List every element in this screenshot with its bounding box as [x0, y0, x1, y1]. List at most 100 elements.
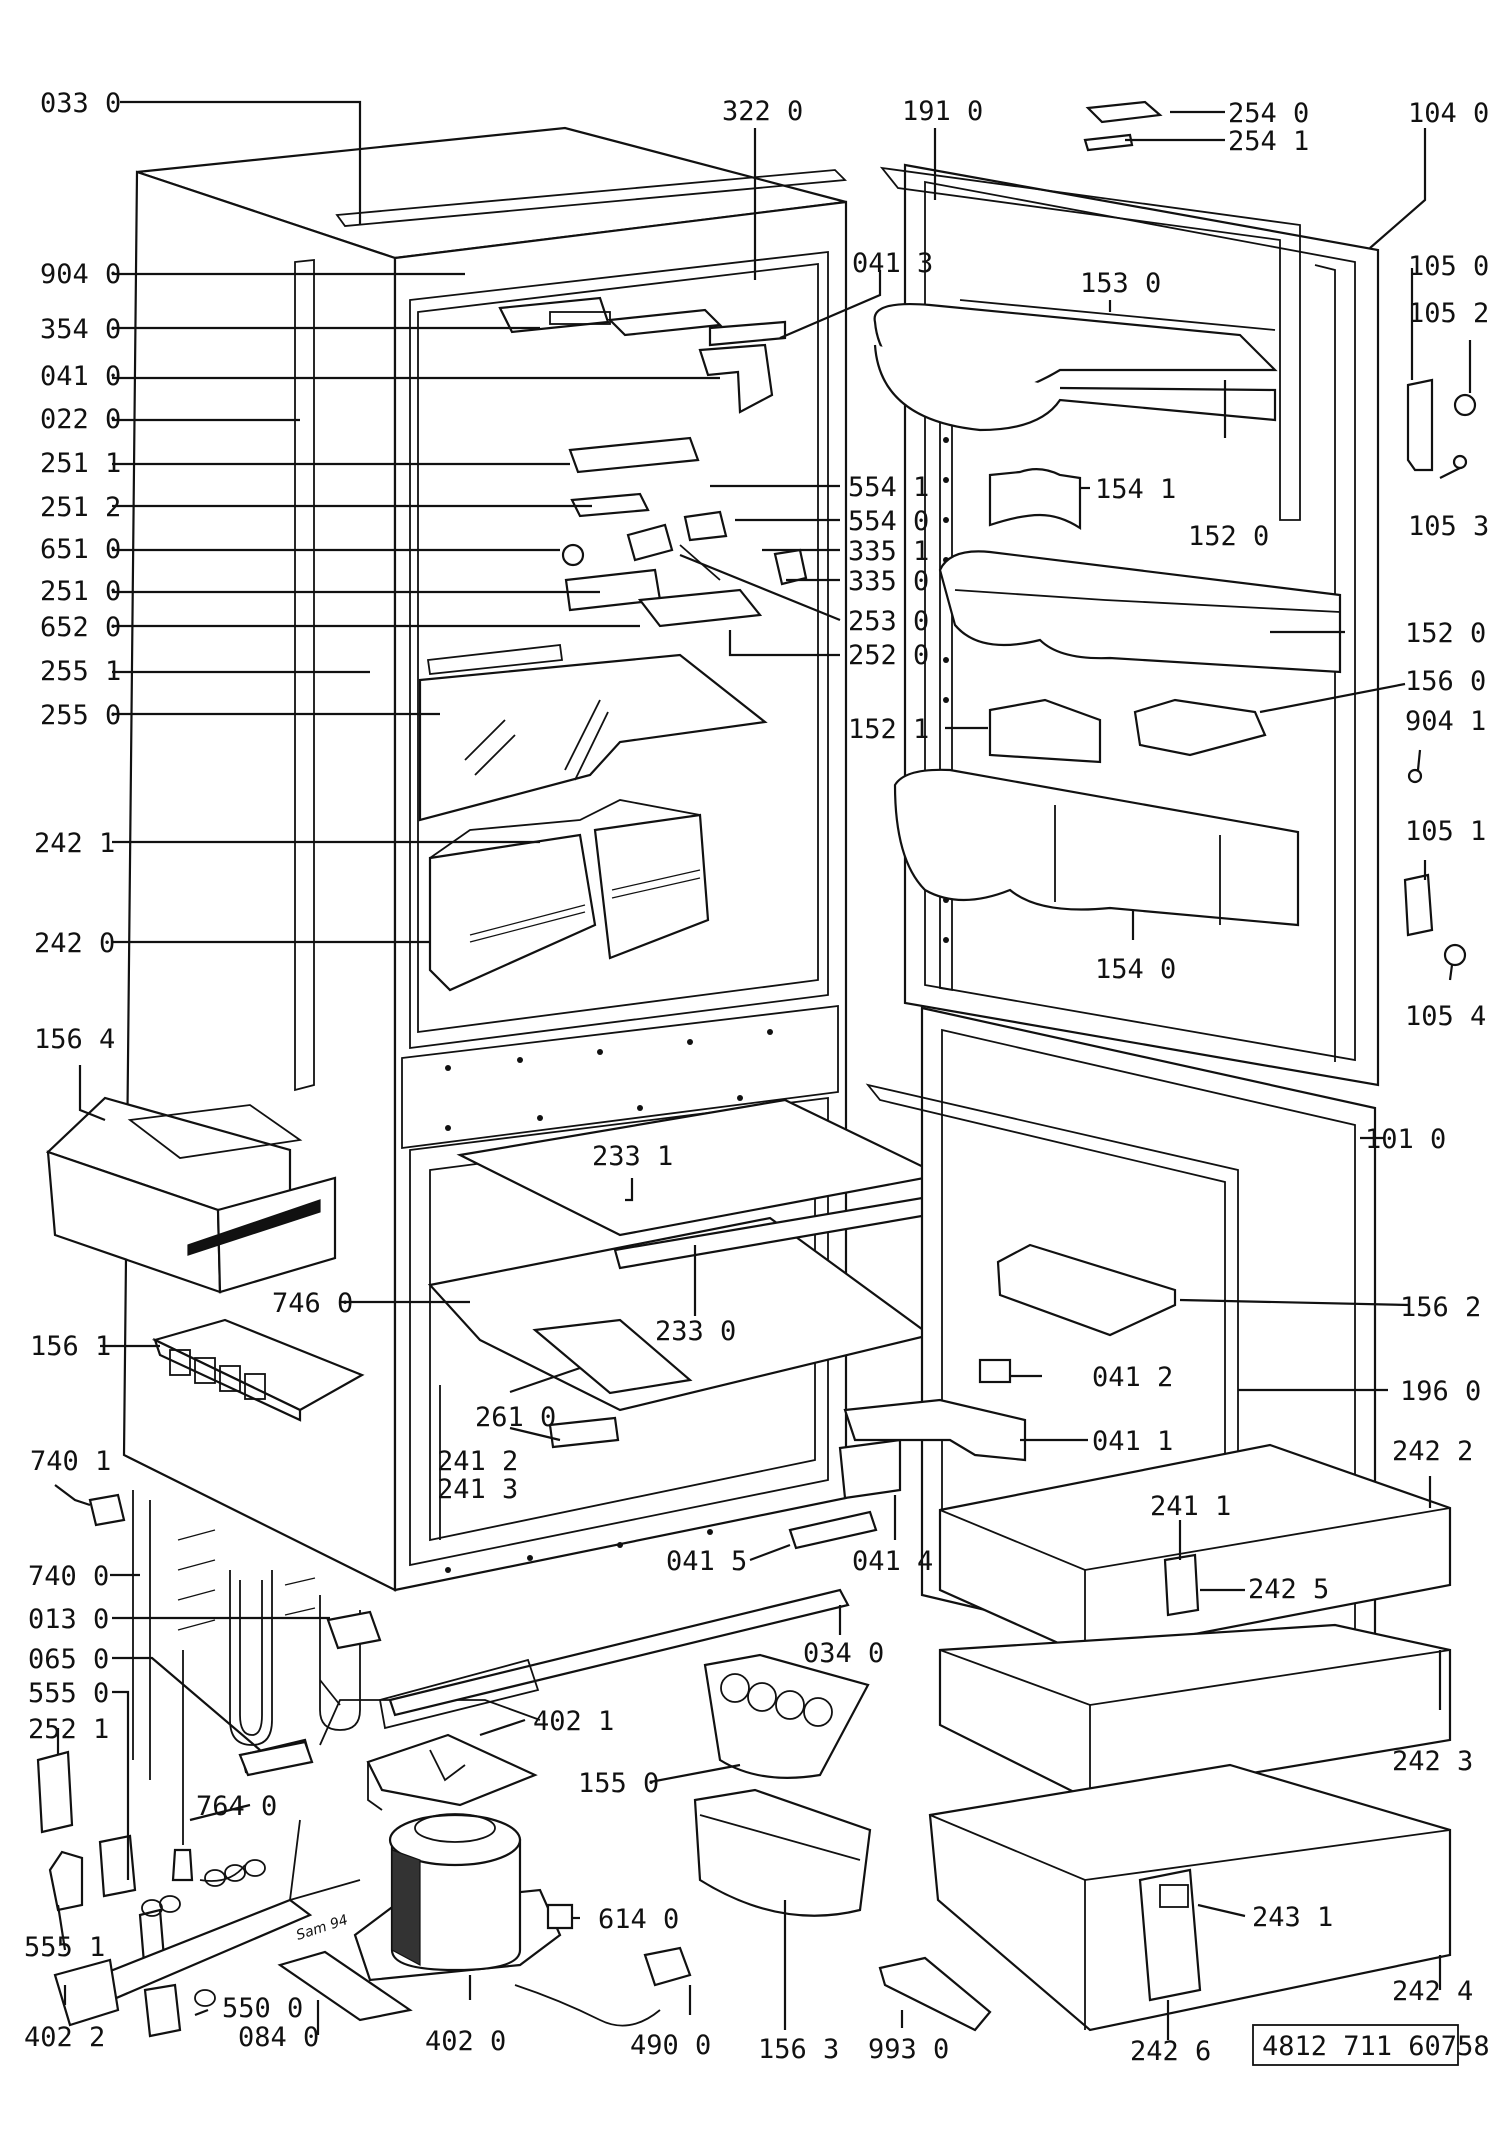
part-label: 402 2: [24, 2022, 105, 2053]
ice-tray: [151, 1318, 365, 1422]
part-label: 252 0: [848, 640, 929, 671]
egg-holder: [988, 698, 1102, 764]
middle-hinge: [843, 1398, 1027, 1462]
spacer-bracket: [88, 1493, 126, 1527]
freezer-drawer-upper: [938, 1443, 1452, 1657]
capillary-thermostat: [171, 1650, 266, 1887]
part-label: 242 5: [1248, 1574, 1329, 1605]
part-label: 041 2: [1092, 1362, 1173, 1393]
part-label: 550 0: [222, 1993, 303, 2024]
part-label: 746 0: [272, 1288, 353, 1319]
part-label: 084 0: [238, 2022, 319, 2053]
crisper-drawers-upper: [428, 799, 710, 992]
part-label: 243 1: [1252, 1902, 1333, 1933]
part-label: 251 2: [40, 492, 121, 523]
egg-tray-box: [703, 1653, 870, 1779]
part-label: 652 0: [40, 612, 121, 643]
part-label: 254 1: [1228, 126, 1309, 157]
part-label: 034 0: [803, 1638, 884, 1669]
part-label: 013 0: [28, 1604, 109, 1635]
part-label: 152 1: [848, 714, 929, 745]
part-label: 065 0: [28, 1644, 109, 1675]
part-label: 242 0: [34, 928, 115, 959]
ice-scraper: [878, 1956, 992, 2032]
hinge-plate: [1403, 873, 1434, 937]
part-label: 156 3: [758, 2034, 839, 2065]
part-label: 402 0: [425, 2026, 506, 2057]
part-label: 241 3: [437, 1474, 518, 1505]
part-label: 555 0: [28, 1678, 109, 1709]
control-panel-assembly: [498, 296, 808, 628]
part-label: 156 4: [34, 1024, 115, 1055]
part-label: 155 0: [578, 1768, 659, 1799]
bottle-clip: [988, 468, 1082, 531]
part-label: 041 3: [852, 248, 933, 279]
part-label: 033 0: [40, 88, 121, 119]
part-label: 196 0: [1400, 1376, 1481, 1407]
freezer-drawer-middle: [938, 1623, 1452, 1802]
part-label: 105 0: [1408, 251, 1489, 282]
part-label: 152 0: [1188, 521, 1269, 552]
part-label: 614 0: [598, 1904, 679, 1935]
part-label: 253 0: [848, 606, 929, 637]
part-label: 651 0: [40, 534, 121, 565]
part-label: 322 0: [722, 96, 803, 127]
compressor: [353, 1813, 562, 1982]
door-basket: [693, 1788, 872, 1917]
part-label: 105 1: [1405, 816, 1486, 847]
pipe-sleeve: [238, 1740, 314, 1777]
part-label: 242 2: [1392, 1436, 1473, 1467]
freezer-shelf: [427, 1098, 947, 1540]
part-label: 261 0: [475, 1402, 556, 1433]
part-label: 041 4: [852, 1546, 933, 1577]
dairy-compartment: [873, 299, 1278, 432]
part-label: 156 2: [1400, 1292, 1481, 1323]
part-label: 242 1: [34, 828, 115, 859]
part-label: 252 1: [28, 1714, 109, 1745]
part-label: 740 1: [30, 1446, 111, 1477]
part-label: 105 4: [1405, 1001, 1486, 1032]
part-label: 041 5: [666, 1546, 747, 1577]
part-label: 402 1: [533, 1706, 614, 1737]
part-label: 233 0: [655, 1316, 736, 1347]
relay-and-cable: [514, 1903, 692, 2027]
freezer-drawer-lower: [928, 1763, 1452, 2032]
part-label: 041 1: [1092, 1426, 1173, 1457]
part-label: 490 0: [630, 2030, 711, 2061]
part-label: 041 0: [40, 361, 121, 392]
part-label: 154 1: [1095, 474, 1176, 505]
door-bottle-shelf: [893, 768, 1300, 927]
part-label: 904 0: [40, 259, 121, 290]
part-label: 101 0: [1365, 1124, 1446, 1155]
document-number-box: [1252, 2024, 1459, 2066]
electrical-components: [36, 1750, 413, 2038]
part-label: 233 1: [592, 1141, 673, 1172]
door-stop-cover: [1083, 133, 1134, 152]
part-label: 740 0: [28, 1561, 109, 1592]
kick-plate: [388, 1588, 850, 1717]
part-label: 105 2: [1408, 298, 1489, 329]
part-label: 242 3: [1392, 1746, 1473, 1777]
part-label: 105 3: [1408, 511, 1489, 542]
hinge-pin-lower: [1443, 943, 1467, 967]
part-label: 335 0: [848, 566, 929, 597]
leader-lines: [54, 100, 1472, 2040]
part-label: 154 0: [1095, 954, 1176, 985]
part-label: 156 0: [1405, 666, 1486, 697]
part-label: 904 1: [1405, 706, 1486, 737]
part-label: 993 0: [868, 2034, 949, 2065]
part-label: 104 0: [1408, 98, 1489, 129]
hinge-upper: [1406, 378, 1434, 472]
part-label: 254 0: [1228, 98, 1309, 129]
part-label: 354 0: [40, 314, 121, 345]
part-label: 554 1: [848, 472, 929, 503]
part-labels: 033 0 322 0 191 0 254 0 254 1 104 0 904 …: [24, 88, 1490, 2067]
hinge-screw: [1452, 454, 1468, 470]
document-number: 4812 711 60758: [1262, 2031, 1490, 2062]
door-tray: [996, 1243, 1177, 1337]
hinge-pin: [1453, 393, 1477, 417]
part-label: 191 0: [902, 96, 983, 127]
part-label: 255 1: [40, 656, 121, 687]
freezer-drawer: [45, 1096, 337, 1294]
